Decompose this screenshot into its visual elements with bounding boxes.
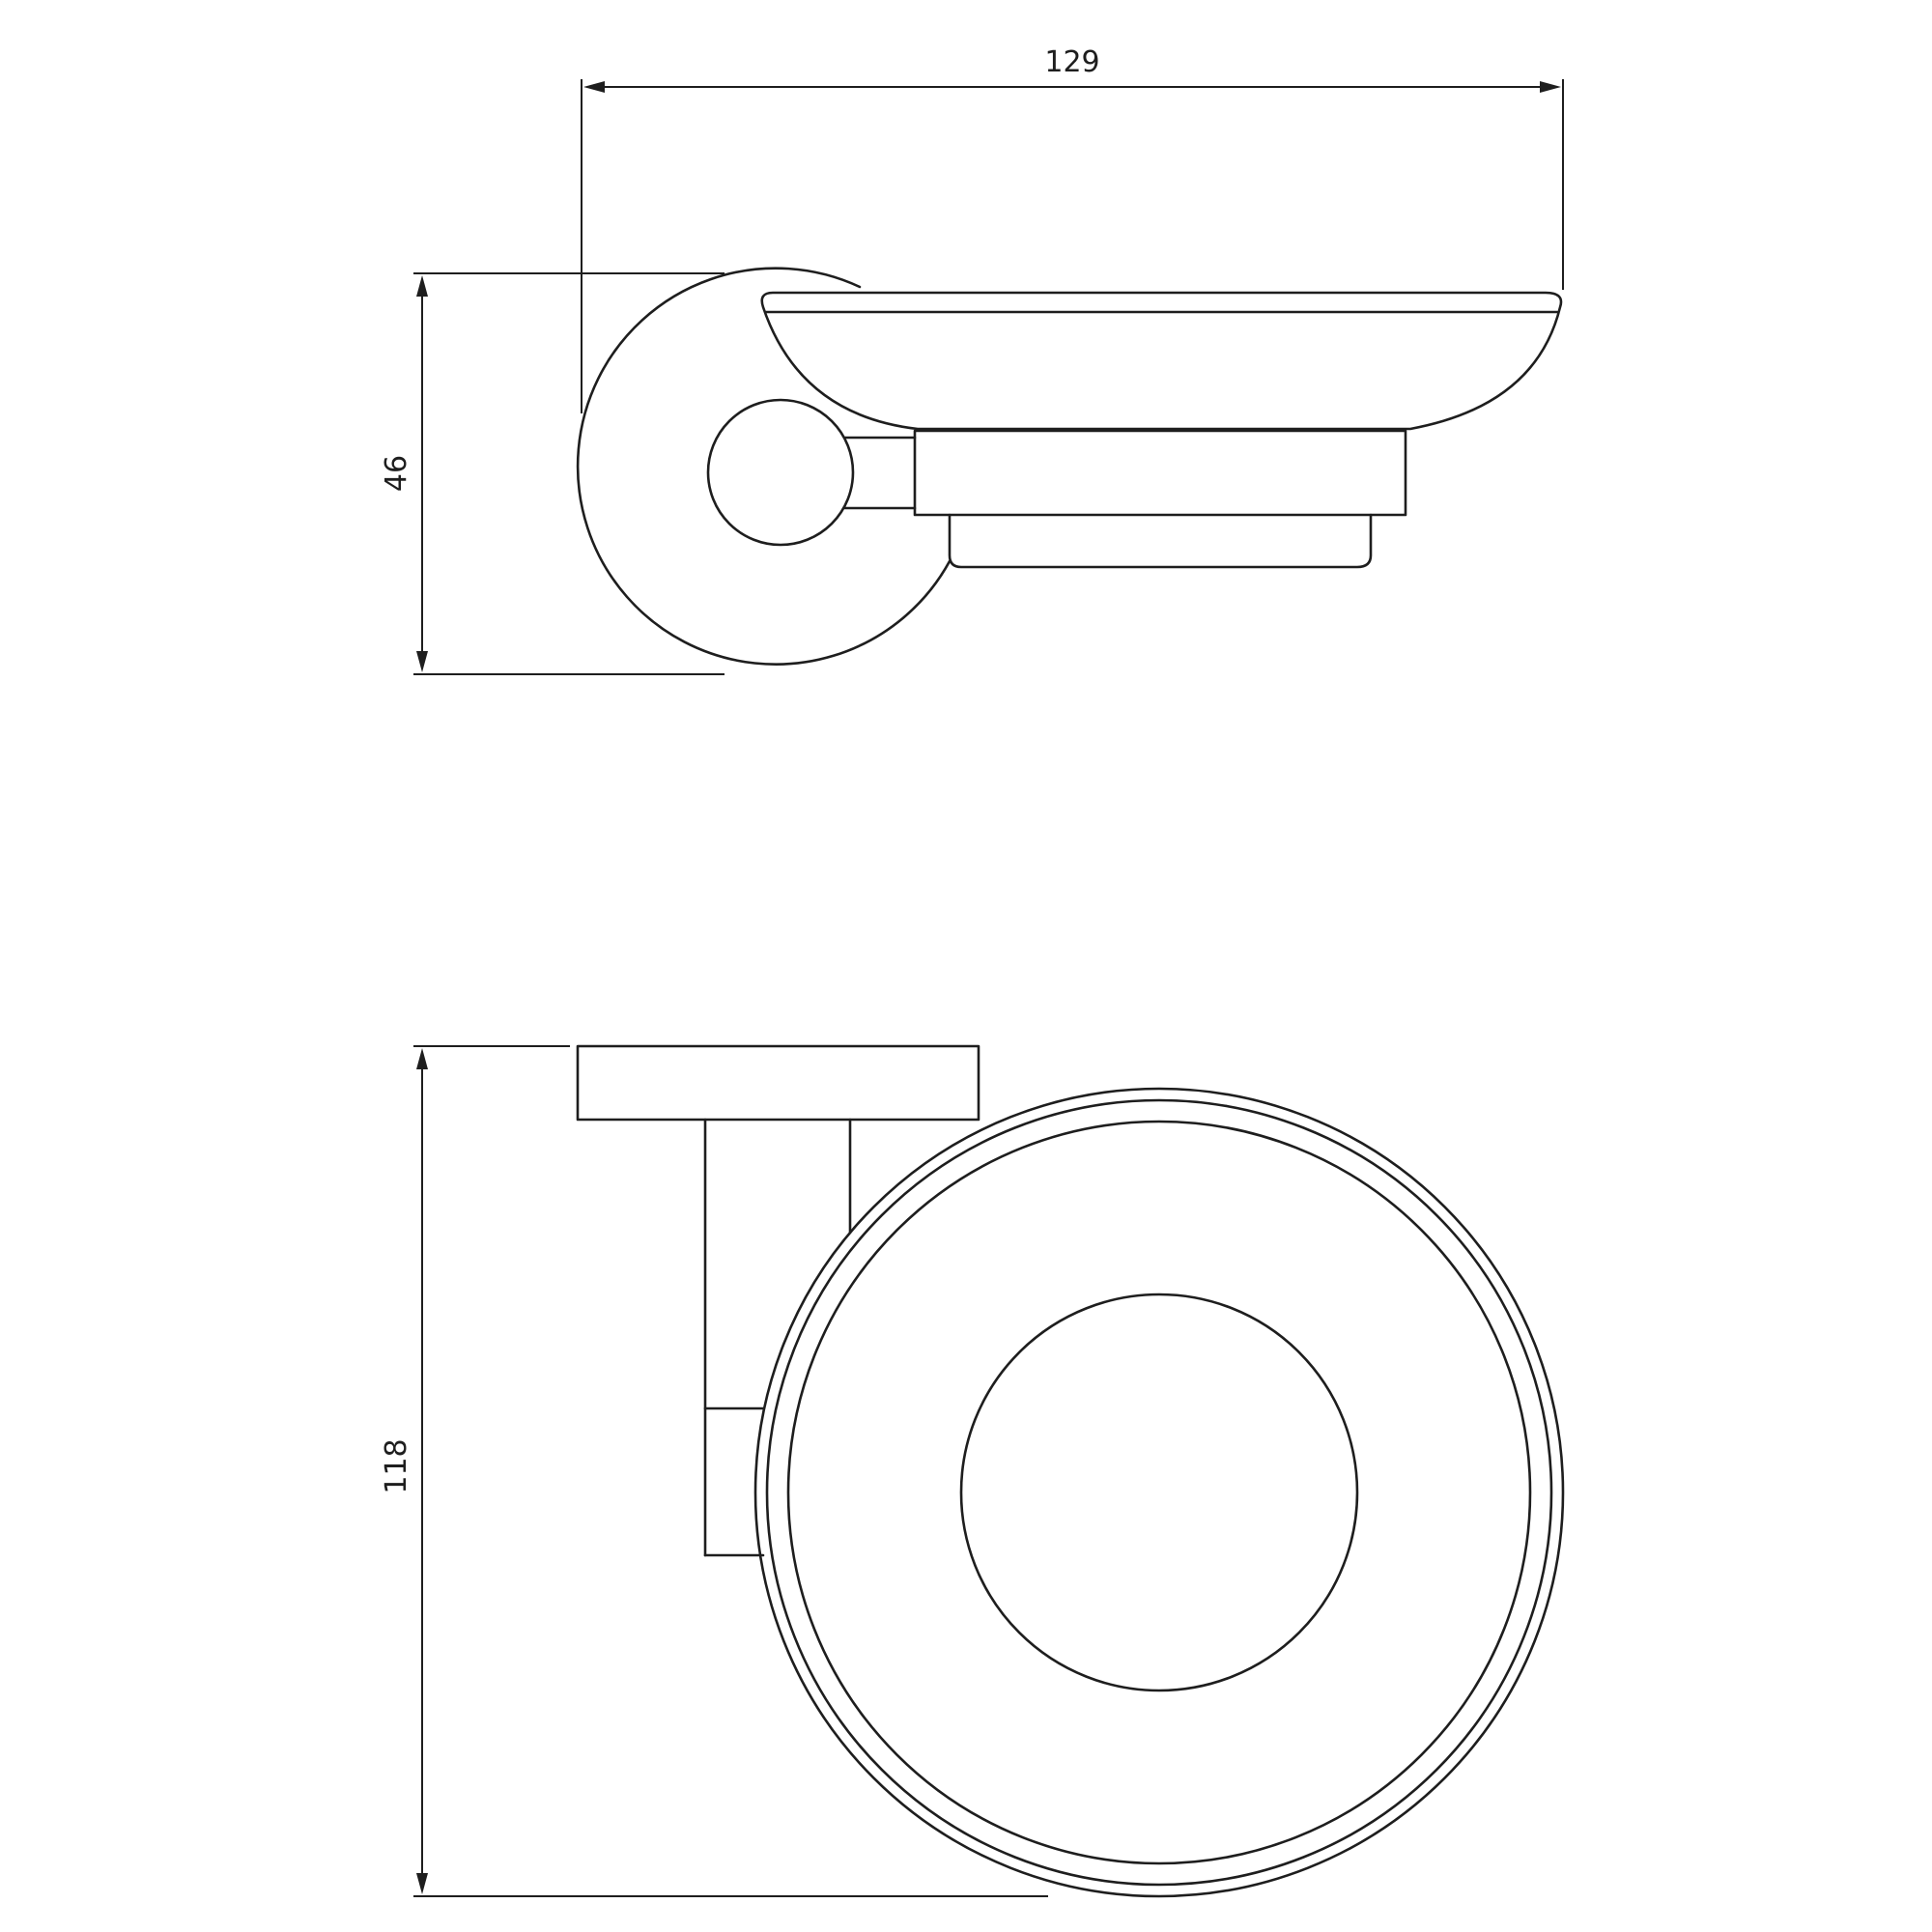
arm-connector bbox=[843, 436, 917, 510]
width-dimension bbox=[581, 79, 1564, 413]
wall-rosette-outline bbox=[576, 267, 952, 666]
width-label: 129 bbox=[1044, 45, 1099, 79]
height-dimension-top bbox=[413, 272, 724, 675]
plan-arm bbox=[703, 1118, 852, 1557]
dish-inner-ring bbox=[786, 1120, 1532, 1865]
side-view bbox=[413, 79, 1564, 675]
holder-base bbox=[948, 513, 1373, 569]
height-dimension-bottom bbox=[413, 1045, 1048, 1897]
wall-plate bbox=[576, 1044, 980, 1122]
soap-dish-bowl bbox=[760, 291, 1563, 431]
dish-holder bbox=[913, 429, 1407, 517]
arm-knob bbox=[706, 398, 855, 547]
height-top-label: 46 bbox=[380, 455, 413, 492]
height-bottom-label: 118 bbox=[380, 1438, 413, 1493]
dish-center-circle bbox=[959, 1293, 1359, 1692]
dish-outer-ring bbox=[753, 1087, 1565, 1898]
top-view bbox=[413, 1044, 1565, 1898]
dish-middle-ring bbox=[765, 1098, 1553, 1887]
